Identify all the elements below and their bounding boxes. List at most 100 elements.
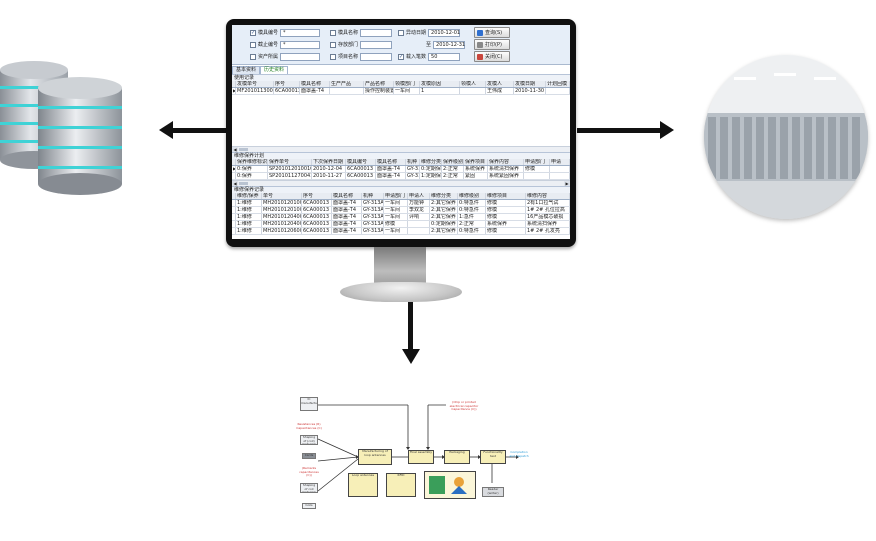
table-row[interactable]: 1:维修MH2010120100076CA00013面罩盖-T4GY-313A一…: [232, 207, 570, 214]
arrow-to-process: [408, 302, 413, 350]
checkbox-project-name[interactable]: [330, 53, 336, 60]
table-cell: [550, 173, 570, 179]
start-date-input[interactable]: 2010-12-01: [428, 28, 460, 37]
table-cell: 1# 2# 孔位拉高: [526, 207, 570, 213]
checkbox-mold-name[interactable]: [330, 29, 336, 36]
label-project-name: 项目名称: [338, 54, 359, 60]
scroll-thumb[interactable]: [239, 182, 248, 185]
table-row[interactable]: 1:维修MH2010120100056CA00013面罩盖-T4GY-313A一…: [232, 200, 570, 207]
column-header[interactable]: 模具名称: [332, 193, 362, 199]
usage-rows: ▶MF2010113000016CA00013面罩盖-T4操作控制装置一车间1王…: [232, 88, 570, 95]
column-header[interactable]: 机种: [362, 193, 384, 199]
mold-management-app: ✓ 模具编号 * 模具名称 异动日期 2010-12-01 截止编号: [232, 25, 570, 239]
end-no-input[interactable]: *: [280, 40, 321, 49]
checkbox-asset-owner[interactable]: [250, 53, 256, 60]
column-header[interactable]: 领模部门: [394, 81, 420, 87]
load-count-input[interactable]: 50: [428, 52, 461, 61]
tab-history[interactable]: 历史资料: [260, 66, 289, 74]
column-header[interactable]: 保养内容: [488, 159, 524, 165]
column-header[interactable]: 维修级别: [458, 193, 486, 199]
table-cell: 面罩盖-T4: [300, 88, 330, 94]
table-cell: 面罩盖-T4: [332, 207, 362, 213]
checkbox-storage-dept[interactable]: [330, 41, 336, 48]
column-header[interactable]: 保养级别: [443, 159, 464, 165]
usage-scrollbar[interactable]: ◀: [232, 146, 570, 152]
label-load-count: 载入笔数: [406, 54, 427, 60]
column-header[interactable]: 序号: [302, 193, 332, 199]
checkbox-change-date[interactable]: [398, 29, 404, 36]
column-header[interactable]: 模具编号: [346, 159, 376, 165]
tab-basic-info[interactable]: 基本资料: [232, 66, 261, 74]
column-header[interactable]: 发模日期: [514, 81, 546, 87]
table-cell: [408, 228, 430, 234]
mold-name-input[interactable]: [360, 28, 393, 37]
column-header[interactable]: 模具名称: [300, 81, 330, 87]
column-header[interactable]: 维修项目: [486, 193, 526, 199]
box-packaging: Packaging: [444, 450, 470, 464]
table-cell: 1:维修: [236, 214, 262, 220]
column-header[interactable]: 保养维修标识: [237, 159, 268, 165]
table-cell: 0:定期保养: [421, 166, 442, 172]
column-header[interactable]: 申请部门: [384, 193, 408, 199]
end-date-input[interactable]: 2010-12-31: [433, 40, 465, 49]
column-header[interactable]: 模具名称: [376, 159, 406, 165]
table-row[interactable]: 1:维修MH2010120400036CA00013面罩盖-T4GY-313A一…: [232, 214, 570, 221]
column-header[interactable]: 保养项目: [464, 159, 488, 165]
column-header[interactable]: 维修分类: [430, 193, 458, 199]
scroll-thumb[interactable]: [239, 148, 248, 151]
table-cell: 系统保养: [486, 221, 526, 227]
checkbox-mold-no[interactable]: ✓: [250, 29, 256, 36]
scroll-left-icon[interactable]: ◀: [232, 147, 238, 152]
search-button-label: 查询(S): [485, 30, 503, 36]
table-cell: 6CA00013: [302, 207, 332, 213]
column-header[interactable]: 保养单号: [268, 159, 312, 165]
table-cell: 紧固: [464, 173, 488, 179]
print-button[interactable]: 打印(P): [474, 39, 510, 50]
column-header[interactable]: 下次保养日期: [312, 159, 346, 165]
column-header[interactable]: 维修/保养: [236, 193, 262, 199]
plan-header-row: 保养维修标识保养单号下次保养日期模具编号模具名称机种维修分类保养级别保养项目保养…: [232, 159, 570, 166]
scroll-right-icon[interactable]: ▶: [564, 181, 570, 186]
mold-no-input[interactable]: *: [280, 28, 321, 37]
row-indicator: [232, 173, 236, 179]
scroll-left-icon[interactable]: ◀: [232, 181, 238, 186]
column-header[interactable]: 领模人: [460, 81, 486, 87]
table-cell: 操作控制装置: [365, 88, 394, 94]
column-header[interactable]: 单号: [262, 193, 302, 199]
arrow-head-down: [402, 349, 420, 364]
column-header[interactable]: 维修内容: [526, 193, 570, 199]
monitor: ✓ 模具编号 * 模具名称 异动日期 2010-12-01 截止编号: [226, 19, 576, 247]
column-header[interactable]: 维修分类: [421, 159, 442, 165]
checkbox-end-no[interactable]: [250, 41, 256, 48]
column-header[interactable]: 计划回模: [546, 81, 570, 87]
label-storage-dept: 存放部门: [338, 42, 359, 48]
column-header[interactable]: 申请人: [408, 193, 430, 199]
column-header[interactable]: 发模人: [486, 81, 514, 87]
arrow-head-right: [660, 121, 674, 139]
storage-dept-input[interactable]: [360, 40, 393, 49]
column-header[interactable]: 机种: [406, 159, 420, 165]
column-header[interactable]: 生产产品: [330, 81, 364, 87]
column-header[interactable]: 发模原因: [420, 81, 460, 87]
row-indicator: [232, 228, 236, 234]
exit-button[interactable]: 关闭(C): [474, 51, 510, 62]
search-button[interactable]: 查询(S): [474, 27, 510, 38]
column-header[interactable]: 产品名称: [364, 81, 394, 87]
column-header[interactable]: 申请: [550, 159, 570, 165]
exit-icon: [477, 53, 483, 60]
table-cell: GY-313A: [363, 200, 384, 206]
project-name-input[interactable]: [360, 52, 393, 61]
table-row[interactable]: ▶MF2010113000016CA00013面罩盖-T4操作控制装置一车间1王…: [232, 88, 570, 95]
table-cell: 0:保养: [236, 166, 268, 172]
column-header[interactable]: 序号: [274, 81, 300, 87]
label-mold-name: 模具名称: [338, 30, 359, 36]
table-row[interactable]: 1:维修MH2010120600066CA00013面罩盖-T4GY-313A一…: [232, 228, 570, 235]
table-row[interactable]: 1:维修MH2010120400096CA00013面罩盖-T4GY-313A修…: [232, 221, 570, 228]
plan-scrollbar[interactable]: ◀ ▶: [232, 180, 570, 186]
column-header[interactable]: 申请部门: [524, 159, 550, 165]
asset-owner-input[interactable]: [280, 52, 321, 61]
column-header[interactable]: 发模单号: [236, 81, 274, 87]
checkbox-load-count[interactable]: ✓: [398, 53, 404, 60]
